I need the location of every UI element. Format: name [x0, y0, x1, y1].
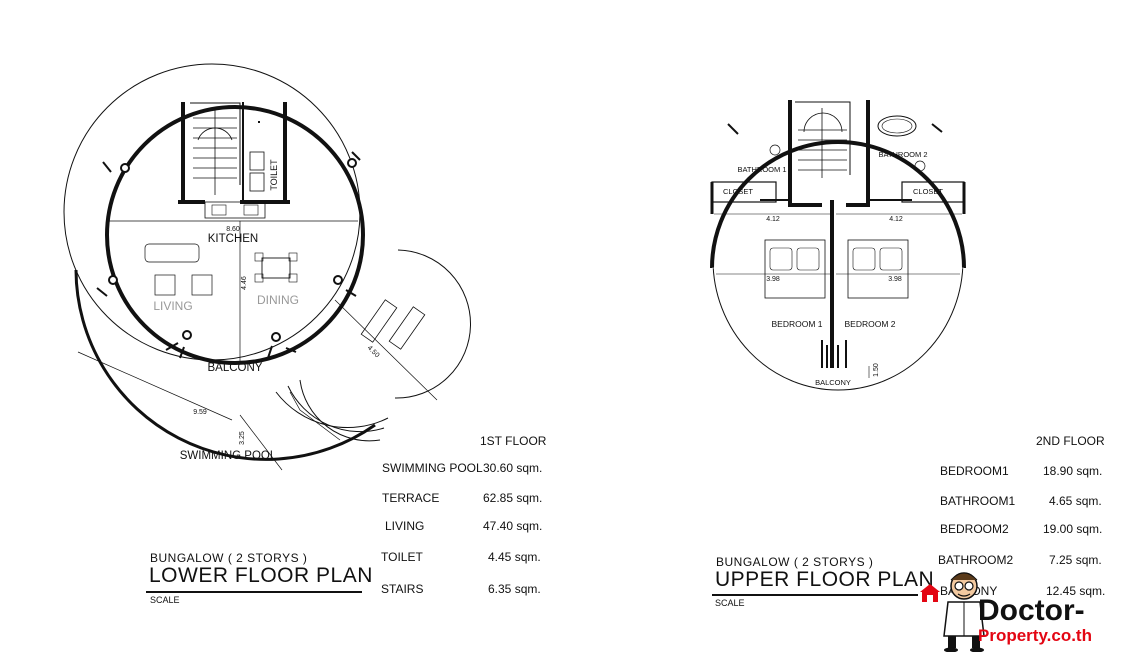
lounge-chair	[360, 299, 398, 343]
bed-2	[847, 239, 909, 299]
swimming-pool-label: SWIMMING POOL	[180, 450, 277, 462]
upper-table-heading: 2ND FLOOR	[1036, 434, 1105, 448]
upper-balcony-label: BALCONY	[815, 378, 851, 387]
lower-scale-label: SCALE	[150, 595, 180, 605]
lower-title-rule	[146, 591, 362, 593]
lounge-chair	[388, 306, 426, 350]
dim-width: 8.60	[226, 226, 240, 233]
upper-lower-arc	[712, 259, 964, 391]
upper-floor-labels: BATHROOM 1 BATHROOM 2 CLOSET CLOSET BEDR…	[723, 150, 943, 387]
bedroom2-label: BEDROOM 2	[844, 319, 895, 329]
bathroom2-label: BATHROOM 2	[878, 150, 927, 159]
kitchen-label: KITCHEN	[208, 233, 258, 245]
upper-wall-circle	[710, 140, 966, 269]
lower-row-name: SWIMMING POOL	[382, 461, 483, 475]
upper-stairs	[798, 108, 847, 178]
bed-1	[764, 239, 826, 299]
doctor-property-logo: Doctor- Property.co.th	[918, 566, 1124, 652]
upper-subtitle: BUNGALOW ( 2 STORYS )	[716, 555, 874, 569]
balcony-deck-circle	[394, 249, 471, 399]
pool-outer-edge	[74, 269, 376, 461]
sofa	[144, 243, 200, 263]
lower-row-area: 62.85 sqm.	[483, 491, 543, 505]
dim-right-bed: 3.98	[888, 276, 902, 283]
lower-row-area: 30.60 sqm.	[483, 461, 543, 475]
dim-pool-width: 3.25	[239, 431, 246, 445]
dim-balcony-height: 1.50	[873, 363, 880, 377]
lower-subtitle: BUNGALOW ( 2 STORYS )	[150, 551, 308, 565]
kitchen-counter	[204, 201, 266, 219]
living-label: LIVING	[153, 299, 192, 313]
lower-row-name: TOILET	[381, 550, 423, 564]
upper-row-area: 7.25 sqm.	[1049, 553, 1102, 567]
stairs	[193, 108, 237, 195]
upper-title-rule	[712, 594, 918, 596]
window-markers	[96, 151, 361, 359]
lower-floor-labels: KITCHEN LIVING DINING BALCONY TOILET SWI…	[153, 159, 380, 462]
dim-left-width: 4.12	[766, 216, 780, 223]
upper-window-markers	[727, 123, 943, 135]
lower-row-name: LIVING	[385, 519, 425, 533]
closet-right-label: CLOSET	[913, 187, 943, 196]
bedroom1-label: BEDROOM 1	[771, 319, 822, 329]
dim-depth: 4.46	[241, 276, 248, 290]
toilet-label: TOILET	[269, 159, 279, 191]
lower-row-name: TERRACE	[382, 491, 440, 505]
upper-row-name: BEDROOM2	[940, 522, 1009, 536]
house-wall-circle	[105, 105, 365, 365]
sink	[769, 144, 781, 156]
upper-row-name: BATHROOM2	[938, 553, 1014, 567]
coffee-table	[154, 274, 176, 296]
upper-row-area: 19.00 sqm.	[1043, 522, 1103, 536]
dining-label: DINING	[257, 293, 299, 307]
lower-row-area: 4.45 sqm.	[488, 550, 541, 564]
upper-row-name: BEDROOM1	[940, 464, 1009, 478]
coffee-table	[191, 274, 213, 296]
bathroom1-label: BATHROOM 1	[737, 165, 786, 174]
logo-word-property: Property.co.th	[978, 626, 1092, 645]
upper-row-name: BATHROOM1	[940, 494, 1016, 508]
dining-table	[261, 257, 291, 279]
doctor-mascot-icon	[920, 572, 985, 652]
lower-plan-title: LOWER FLOOR PLAN	[149, 564, 373, 587]
lower-row-name: STAIRS	[381, 582, 424, 596]
closet-left-label: CLOSET	[723, 187, 753, 196]
upper-row-area: 18.90 sqm.	[1043, 464, 1103, 478]
upper-row-area: 12.45 sqm.	[1046, 584, 1106, 598]
upper-plan-title: UPPER FLOOR PLAN	[715, 568, 935, 591]
dim-pool-length: 9.59	[193, 409, 207, 416]
upper-scale-label: SCALE	[715, 598, 745, 608]
toilet-fixture	[249, 151, 265, 171]
balcony-label: BALCONY	[208, 362, 263, 374]
logo-word-doctor: Doctor-	[978, 594, 1085, 627]
upper-floor-plan	[710, 100, 966, 391]
sink	[914, 160, 926, 172]
upper-row-area: 4.65 sqm.	[1049, 494, 1102, 508]
dim-right-width: 4.12	[889, 216, 903, 223]
dim-deck: 4.50	[366, 345, 381, 360]
dim-left-bed: 3.98	[766, 276, 780, 283]
lower-row-area: 47.40 sqm.	[483, 519, 543, 533]
lower-row-area: 6.35 sqm.	[488, 582, 541, 596]
lower-table-heading: 1ST FLOOR	[480, 434, 547, 448]
bathtub	[877, 115, 917, 137]
lower-floor-plan	[63, 63, 471, 471]
